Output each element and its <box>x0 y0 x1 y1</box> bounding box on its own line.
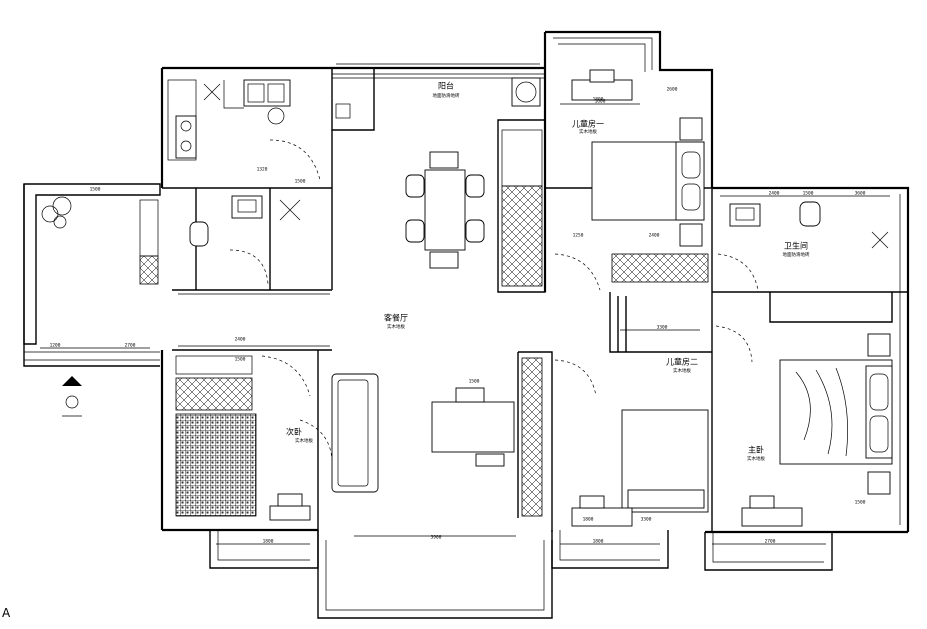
dimension-label: 1500 <box>89 187 101 193</box>
room-note-living: 实木地板 <box>387 325 405 330</box>
dimension-label: 1800 <box>592 97 604 103</box>
dimension-label: 3600 <box>854 191 866 197</box>
dimension-label: 3300 <box>640 517 652 523</box>
dimension-label: 1250 <box>572 233 584 239</box>
child-room-1-furniture <box>571 69 705 247</box>
dimension-label: 1800 <box>582 517 594 523</box>
room-note-master-bed: 实木地板 <box>747 457 765 462</box>
dimension-label: 1200 <box>49 343 61 349</box>
outer-walls <box>23 30 910 619</box>
child-room-2-furniture <box>571 409 709 527</box>
dimension-label: 1500 <box>234 357 246 363</box>
room-note-balcony: 地面防滑地砖 <box>432 94 460 99</box>
dimension-label: 1600 <box>594 99 606 105</box>
room-label-balcony: 阳台 <box>438 81 454 91</box>
dimension-label: 1320 <box>256 167 268 173</box>
door-swings <box>229 139 759 461</box>
section-mark: A <box>2 606 11 620</box>
section-arrow-icon <box>62 376 82 417</box>
living-furniture <box>331 373 515 493</box>
dimension-label: 1500 <box>802 191 814 197</box>
room-note-child-1: 实木地板 <box>579 130 597 135</box>
kitchen <box>167 79 291 161</box>
room-label-living: 客餐厅 <box>384 313 408 323</box>
dimension-lines <box>40 63 890 545</box>
dimension-label: 1500 <box>468 379 480 385</box>
dining-table <box>405 151 485 269</box>
dimension-label: 2400 <box>234 337 246 343</box>
room-label-bathroom: 卫生间 <box>784 241 808 251</box>
room-note-bathroom: 地面防滑地砖 <box>782 253 810 258</box>
tile-floor <box>175 413 257 517</box>
dimension-label: 2700 <box>124 343 136 349</box>
dimension-label: 1500 <box>854 500 866 506</box>
room-label-child-1: 儿童房一 <box>572 119 604 129</box>
room-note-child-2: 实木地板 <box>673 369 691 374</box>
dimension-label: 2700 <box>764 539 776 545</box>
dimension-label: 3900 <box>430 535 442 541</box>
dimension-label: 2400 <box>768 191 780 197</box>
bathroom-east <box>729 201 889 249</box>
room-label-master-bed: 主卧 <box>748 445 764 455</box>
plant-icon <box>41 196 72 229</box>
room-label-child-2: 儿童房二 <box>666 357 698 367</box>
dimension-label: 3300 <box>656 325 668 331</box>
washer <box>335 77 541 119</box>
cabinets <box>139 129 709 517</box>
dimension-label: 1500 <box>294 179 306 185</box>
master-bed-furniture <box>741 333 893 527</box>
dimension-label: 2400 <box>648 233 660 239</box>
dimension-label: 1800 <box>262 539 274 545</box>
bathroom-west <box>189 195 301 247</box>
dimension-label: 1800 <box>592 539 604 545</box>
room-note-second-bed: 实木地板 <box>295 439 313 444</box>
room-label-second-bed: 次卧 <box>286 427 302 437</box>
second-bed-furniture <box>269 493 311 521</box>
dimension-label: 2600 <box>666 87 678 93</box>
